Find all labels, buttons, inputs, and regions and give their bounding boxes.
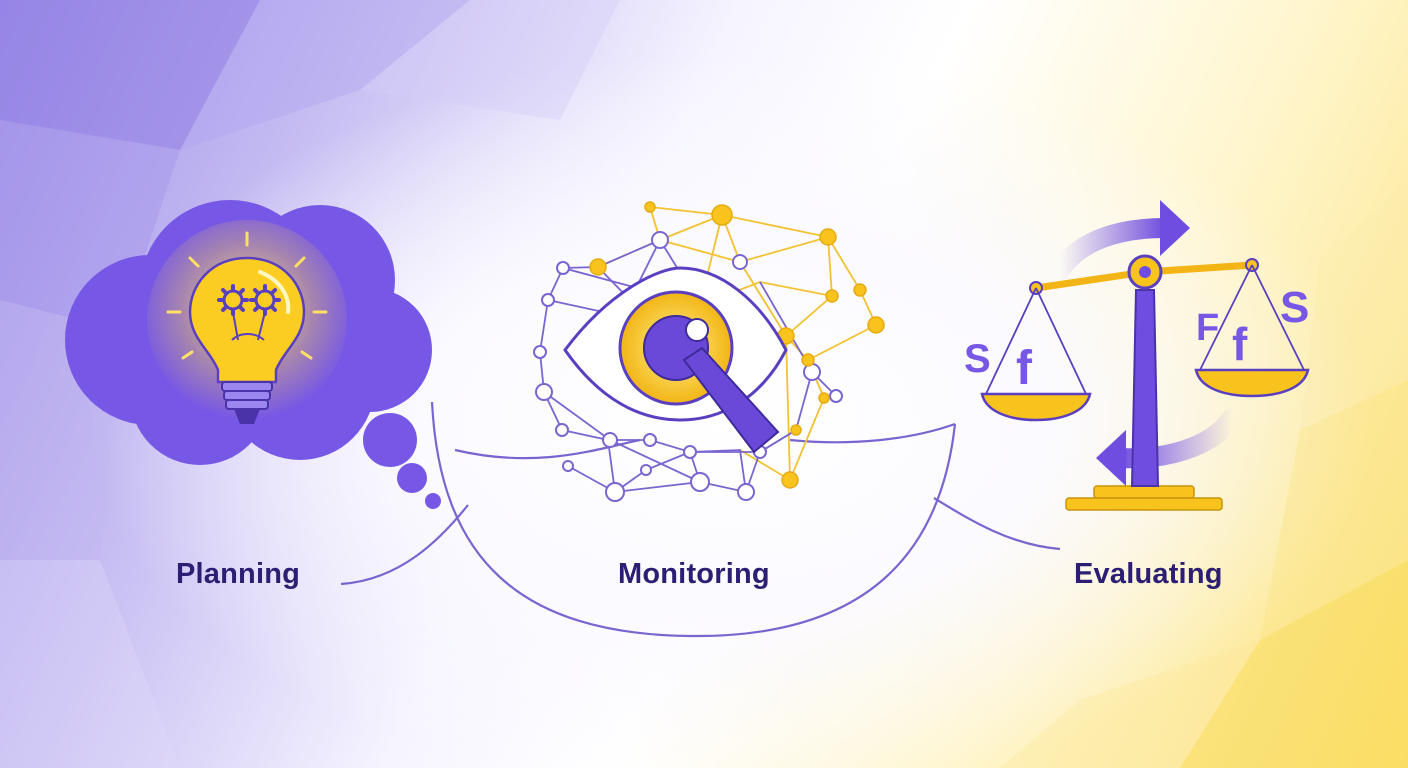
right-pan-symbol-2: f	[1232, 318, 1248, 370]
monitoring-label: Monitoring	[618, 558, 770, 590]
eye-network-icon	[533, 201, 885, 502]
evaluating-label: Evaluating	[1074, 558, 1223, 590]
right-pan-symbol-1: F	[1196, 307, 1219, 349]
left-pan-symbol-1: S	[964, 337, 991, 381]
planning-label: Planning	[176, 558, 301, 590]
flow-lines	[340, 401, 1061, 638]
balance-scale-icon: S f F f S	[964, 200, 1310, 511]
left-pan-symbol-2: f	[1016, 342, 1033, 395]
lightbulb-thought-cloud-icon	[65, 200, 441, 509]
right-pan-symbol-3: S	[1280, 283, 1309, 332]
